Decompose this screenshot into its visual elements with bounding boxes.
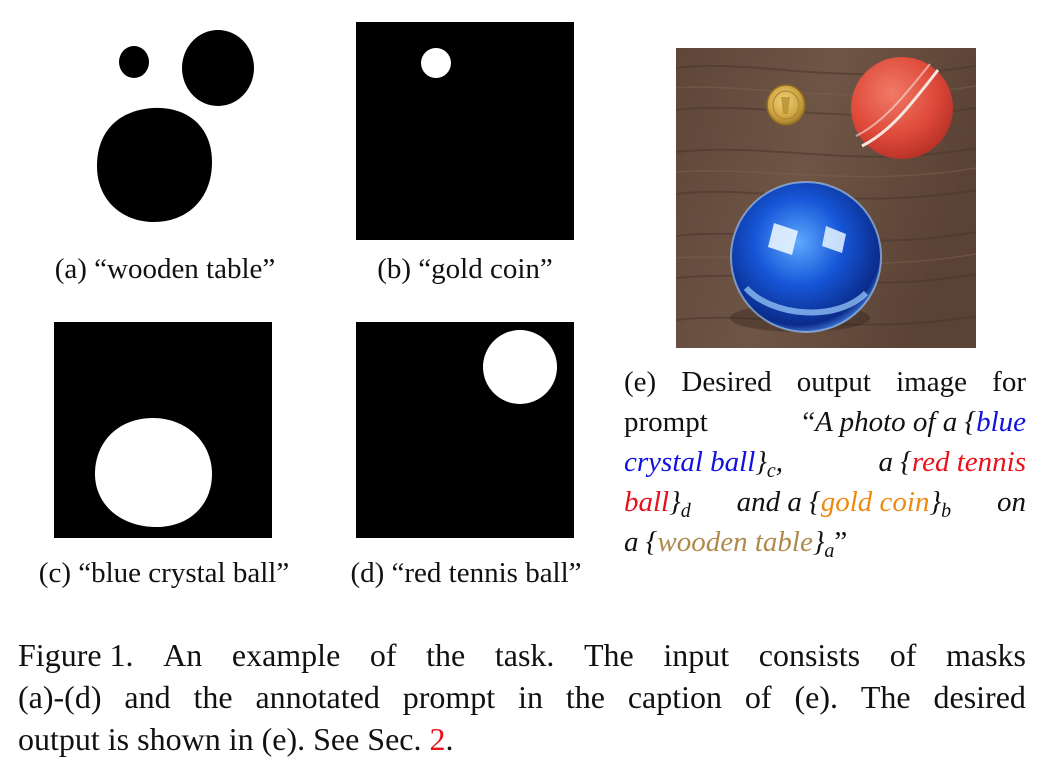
prompt-text: a { (878, 446, 912, 478)
caption-e-word: image (896, 366, 967, 398)
caption-e-word: Desired (681, 366, 772, 398)
caption-word: caption (627, 679, 723, 715)
caption-word: masks (945, 637, 1026, 673)
caption-e-segment: and a {gold coin}b (737, 482, 951, 522)
subfigure-b-caption: (b) “gold coin” (350, 252, 580, 286)
caption-word: consists (758, 637, 861, 673)
caption-e-word: prompt (624, 406, 708, 438)
close-brace: } (755, 446, 767, 478)
subfigure-a-quote: “wooden table” (94, 253, 276, 285)
caption-e-word: for (992, 366, 1026, 398)
subfigure-e-caption: (e) Desired output image for prompt “A p… (624, 362, 1026, 562)
subfigure-c-caption: (c) “blue crystal ball” (14, 556, 314, 590)
caption-word: (a)-(d) (18, 679, 102, 715)
caption-word: The (860, 679, 911, 715)
caption-e-line-5: a {wooden table}a” (624, 522, 1026, 562)
subscript-b: b (941, 500, 952, 522)
token-wooden-table: wooden table (657, 526, 813, 558)
subfigure-d-caption: (d) “red tennis ball” (326, 556, 606, 590)
caption-word: and (124, 679, 171, 715)
section-reference-link[interactable]: 2 (429, 721, 446, 757)
caption-word: Figure 1. (18, 637, 134, 673)
prompt-text: a { (624, 526, 658, 558)
caption-word: example (231, 637, 341, 673)
figure-caption-line-1: Figure 1. An example of the task. The in… (18, 634, 1026, 676)
mask-d-red-tennis-ball (356, 322, 574, 538)
close-quote: ” (834, 526, 848, 558)
comma: , (775, 446, 784, 478)
caption-word: the (193, 679, 233, 715)
mask-b-gold-coin (356, 22, 574, 240)
subfigure-c-label: (c) (38, 557, 71, 589)
figure-caption-line-3: output is shown in (e). See Sec. 2. (18, 718, 1026, 760)
subscript-a: a (824, 540, 835, 562)
subfigure-a-caption: (a) “wooden table” (30, 252, 300, 286)
caption-e-word: output (796, 366, 871, 398)
caption-word: An (163, 637, 203, 673)
caption-e-prompt-start: “A photo of a {blue (802, 402, 1026, 442)
caption-e-word: on (996, 486, 1026, 518)
caption-word: the (426, 637, 466, 673)
caption-e-line-2: prompt “A photo of a {blue (624, 402, 1026, 442)
caption-word: of (744, 679, 772, 715)
caption-word: prompt (402, 679, 496, 715)
subfigure-b-label: (b) (377, 253, 412, 285)
close-brace: } (929, 486, 942, 518)
caption-word: of (369, 637, 397, 673)
caption-word: of (889, 637, 917, 673)
subscript-d: d (680, 500, 691, 522)
caption-word: the (565, 679, 605, 715)
caption-e-line-1: (e) Desired output image for (624, 362, 1026, 402)
mask-a-wooden-table (56, 22, 272, 238)
caption-e-word: (e) (624, 366, 657, 398)
caption-period: . (445, 721, 454, 757)
figure-caption-line-2: (a)-(d) and the annotated prompt in the … (18, 676, 1026, 718)
caption-word: The (584, 637, 634, 673)
mask-c-blue-crystal-ball (54, 322, 272, 538)
output-photo-illustration (676, 48, 976, 348)
close-brace: } (669, 486, 681, 518)
caption-text: output is shown in (e). See Sec. (18, 721, 430, 757)
caption-word: annotated (255, 679, 380, 715)
subfigure-d-label: (d) (350, 557, 385, 589)
caption-word: in (518, 679, 543, 715)
subfigure-d-quote: “red tennis ball” (391, 557, 582, 589)
prompt-text: A photo of a { (815, 406, 977, 438)
caption-e-segment: crystal ball}c, (624, 442, 783, 482)
caption-e-line-3: crystal ball}c, a {red tennis (624, 442, 1026, 482)
caption-word: desired (933, 679, 1026, 715)
prompt-text: and a { (736, 486, 821, 518)
subfigure-c-quote: “blue crystal ball” (78, 557, 290, 589)
subfigure-a-label: (a) (54, 253, 87, 285)
token-blue: blue (976, 406, 1026, 438)
subscript-c: c (766, 460, 776, 482)
output-photo (676, 48, 976, 348)
figure-caption: Figure 1. An example of the task. The in… (18, 634, 1026, 760)
caption-word: input (663, 637, 730, 673)
token-gold-coin: gold coin (820, 486, 930, 518)
caption-e-segment: a {red tennis (879, 442, 1026, 482)
token-crystal-ball: crystal ball (624, 446, 756, 478)
close-brace: } (812, 526, 825, 558)
caption-e-segment: ball}d (624, 482, 691, 522)
open-quote: “ (802, 406, 816, 438)
token-red-tennis: red tennis (911, 446, 1026, 478)
subfigure-b-quote: “gold coin” (418, 253, 553, 285)
caption-e-segment: a {wooden table}a” (624, 522, 847, 562)
token-ball: ball (624, 486, 670, 518)
caption-word: task. (494, 637, 555, 673)
caption-word: (e). (794, 679, 838, 715)
caption-e-line-4: ball}d and a {gold coin}b on (624, 482, 1026, 522)
